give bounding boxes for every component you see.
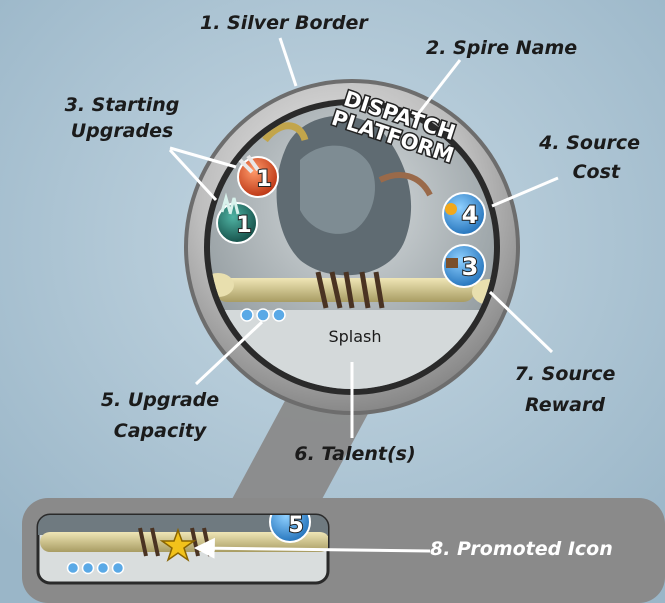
arrow-spire-name (413, 59, 462, 119)
sword-icon (238, 154, 260, 174)
label-promoted-icon: 8. Promoted Icon (430, 538, 613, 560)
arrow-source-reward (488, 290, 554, 354)
capacity-pip (81, 561, 95, 575)
bone-wrap (315, 271, 385, 309)
spire-token: DISPATCH PLATFORM 1 1 4 3 (184, 79, 520, 415)
capacity-pip (272, 308, 286, 322)
label-starting-upgrades-2: Upgrades (70, 120, 174, 142)
upgrade-capacity-pips (240, 308, 286, 322)
upgrade-2-value: 1 (236, 213, 251, 238)
label-talents: 6. Talent(s) (294, 443, 416, 465)
bone-knob-left (210, 273, 234, 297)
label-source-cost-1: 4. Source (539, 132, 640, 154)
source-reward-value: 3 (462, 253, 479, 281)
upgrade-badge-teal: 1 (216, 192, 258, 244)
bone-bar (215, 278, 475, 302)
inset-content: 5 (38, 513, 328, 575)
label-upgrade-capacity-2: Capacity (113, 420, 207, 442)
source-reward-badge: 3 (442, 244, 486, 288)
creature-horn (262, 122, 309, 143)
chest-icon (446, 258, 458, 268)
creature-limb (378, 172, 433, 197)
arrow-silver-border (278, 37, 298, 87)
label-source-reward-1: 7. Source (514, 363, 616, 385)
spikes-icon (220, 192, 240, 215)
source-icon (445, 203, 457, 215)
inset-reward-badge (269, 515, 311, 543)
promoted-star-icon (159, 527, 197, 562)
label-source-cost-2: Cost (572, 161, 620, 183)
arrow-promoted (193, 537, 431, 559)
label-starting-upgrades-1: 3. Starting (64, 94, 180, 116)
arrow-upgrade-capacity (194, 320, 264, 386)
arrow-source-cost (491, 176, 559, 208)
upgrade-badge-red: 1 (237, 154, 279, 198)
arrows (168, 37, 559, 559)
talent-text: Splash (328, 327, 382, 346)
label-upgrade-capacity-1: 5. Upgrade (100, 389, 220, 411)
upgrade-1-value: 1 (256, 167, 271, 192)
inset-reward-value: 5 (288, 513, 303, 538)
inset-capacity-pips (66, 561, 125, 575)
capacity-pip (111, 561, 125, 575)
label-silver-border: 1. Silver Border (200, 12, 368, 34)
arrow-upgrade-2 (168, 148, 218, 202)
capacity-pip (240, 308, 254, 322)
capacity-pip (96, 561, 110, 575)
arrow-upgrade-1 (169, 146, 237, 169)
capacity-pip (256, 308, 270, 322)
capacity-pip (66, 561, 80, 575)
label-spire-name: 2. Spire Name (426, 37, 578, 59)
creature-detail (300, 145, 375, 234)
source-cost-value: 4 (462, 201, 479, 229)
label-source-reward-2: Reward (525, 394, 605, 416)
source-cost-badge: 4 (442, 192, 486, 236)
